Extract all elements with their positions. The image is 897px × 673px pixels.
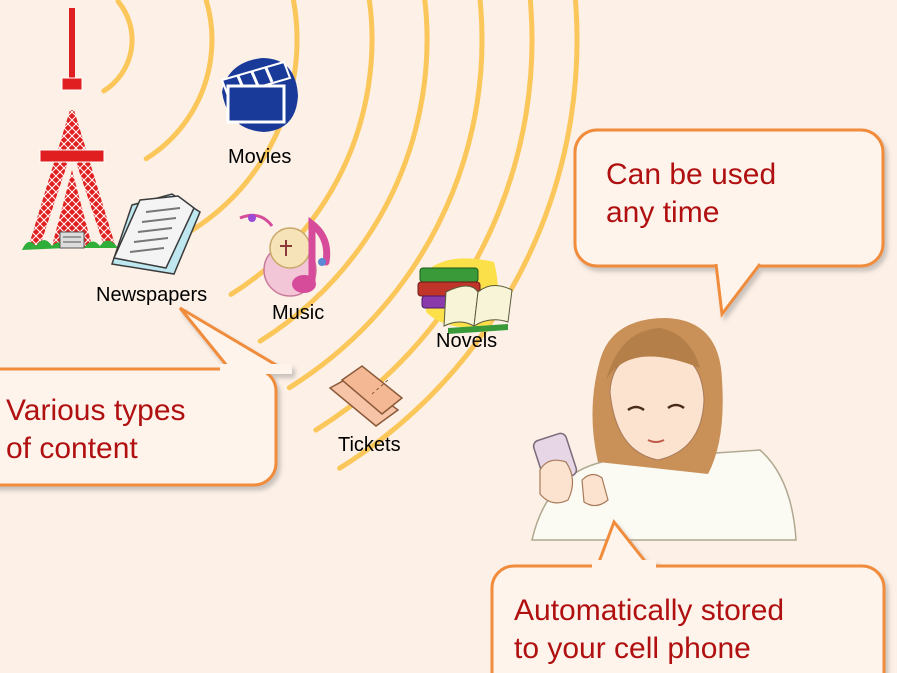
tickets-label: Tickets bbox=[338, 434, 401, 456]
tickets-icon bbox=[328, 365, 404, 427]
music-note-icon bbox=[239, 213, 331, 297]
stored-bubble bbox=[490, 518, 886, 673]
tower-icon bbox=[22, 8, 118, 250]
wave-arc bbox=[143, 0, 215, 162]
stored-line-1: Automatically stored bbox=[514, 594, 785, 627]
anytime-line-2: any time bbox=[606, 196, 720, 229]
clapperboard-icon bbox=[220, 58, 298, 132]
wave-arc bbox=[257, 0, 430, 344]
novels-label: Novels bbox=[436, 330, 498, 352]
content-line-2: of content bbox=[6, 432, 138, 465]
newspapers-label: Newspapers bbox=[96, 284, 208, 306]
stored-line-2: to your cell phone bbox=[514, 632, 751, 665]
woman-with-phone-icon bbox=[531, 318, 797, 541]
wave-arc bbox=[313, 0, 535, 433]
music-label: Music bbox=[272, 302, 325, 324]
movies-label: Movies bbox=[228, 146, 292, 168]
books-icon bbox=[417, 258, 513, 334]
newspaper-icon bbox=[111, 193, 201, 275]
wave-arc bbox=[101, 0, 135, 94]
anytime-text: Can be used any time bbox=[606, 156, 776, 232]
anytime-line-1: Can be used bbox=[606, 158, 777, 191]
content-bubble bbox=[0, 306, 292, 487]
radio-waves bbox=[101, 0, 580, 471]
content-text: Various types of content bbox=[6, 392, 186, 468]
wave-arc bbox=[286, 0, 485, 391]
wave-arc bbox=[337, 0, 580, 471]
wave-arc bbox=[188, 0, 300, 234]
anytime-bubble bbox=[573, 128, 885, 318]
content-line-1: Various types bbox=[6, 394, 186, 427]
stored-text: Automatically stored to your cell phone bbox=[514, 592, 784, 668]
